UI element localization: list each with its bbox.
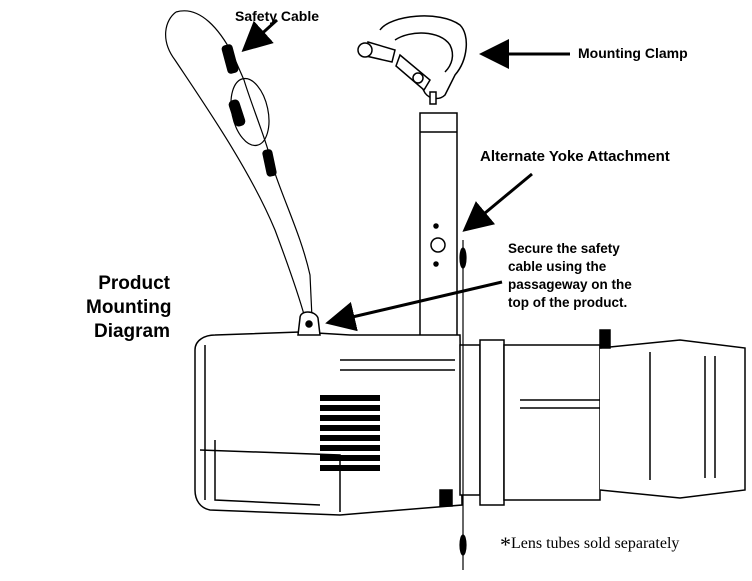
lens-note: *Lens tubes sold separately [500, 528, 680, 557]
diagram-title-line-2: Mounting [86, 297, 172, 318]
diagram-title: Product Mounting Diagram [86, 272, 172, 344]
vent-slats [320, 395, 380, 471]
secure-note: Secure the safety cable using the passag… [508, 240, 632, 312]
alternate-yoke-label: Alternate Yoke Attachment [480, 148, 670, 165]
fixture-body [194, 311, 746, 516]
secure-note-line-1: Secure the safety [508, 241, 620, 256]
diagram-title-line-3: Diagram [93, 321, 170, 342]
pointer-arrows [241, 18, 570, 332]
secure-note-line-3: passageway on the [508, 277, 632, 292]
secure-note-line-4: top of the product. [508, 295, 628, 310]
safety-cable [165, 10, 313, 319]
shutter-rod [459, 240, 467, 570]
diagram-title-line-1: Product [98, 273, 170, 294]
mounting-clamp [357, 15, 467, 105]
lens-note-text: Lens tubes sold separately [511, 535, 680, 552]
secure-note-line-2: cable using the [508, 259, 607, 274]
mounting-clamp-label: Mounting Clamp [578, 45, 688, 61]
lens-note-asterisk: * [500, 532, 511, 557]
safety-cable-label: Safety Cable [235, 8, 320, 24]
